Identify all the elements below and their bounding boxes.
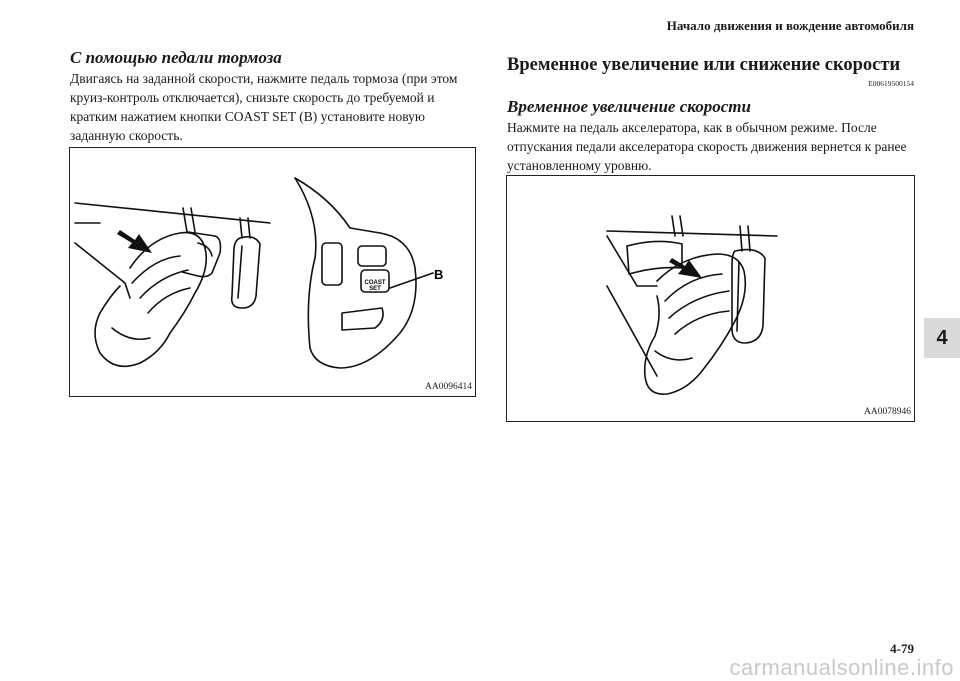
arrow-icon <box>669 258 702 278</box>
foot-icon <box>606 235 747 395</box>
arrow-icon <box>117 230 152 253</box>
accelerator-pedal-icon <box>230 236 261 309</box>
dash-line <box>606 230 778 237</box>
brake-pedal-icon <box>626 240 683 275</box>
brake-paragraph-line: круиз-контроль отключается), снизьте ско… <box>70 90 435 105</box>
brake-paragraph: Двигаясь на заданной скорости, нажмите п… <box>70 69 480 145</box>
callout-b-label: B <box>434 267 443 282</box>
foot-icon <box>74 231 208 368</box>
brake-paragraph-line: кратким нажатием кнопки COAST SET (B) ус… <box>70 109 425 124</box>
brake-figure-code: AA0096414 <box>425 382 472 392</box>
set-label: SET <box>369 286 381 292</box>
watermark: carmanualsonline.info <box>729 655 954 680</box>
coast-label: COAST <box>365 280 386 286</box>
accelerator-figure-illustration <box>606 215 778 395</box>
temp-change-heading: Временное увеличение или снижение скорос… <box>507 55 901 75</box>
accelerator-pedal-arm <box>239 217 251 239</box>
brake-paragraph-line: заданную скорость. <box>70 128 183 143</box>
temp-increase-subheading: Временное увеличение скорости <box>507 97 751 116</box>
accelerator-figure: AA0078946 <box>506 175 915 422</box>
brake-figure-illustration: COAST SET B <box>74 177 443 369</box>
accelerator-pedal-arm <box>739 225 751 252</box>
doc-reference-code: E00619500154 <box>868 79 914 88</box>
brake-pedal-arm <box>182 207 196 233</box>
accelerator-figure-code: AA0078946 <box>864 407 911 417</box>
floor-line <box>74 202 271 224</box>
accelerator-paragraph-line: установленному уровню. <box>507 158 652 173</box>
steering-wheel-switch-icon <box>294 177 417 369</box>
brake-section-heading: С помощью педали тормоза <box>70 48 282 67</box>
page-number: 4-79 <box>890 641 914 656</box>
accelerator-paragraph: Нажмите на педаль акселератора, как в об… <box>507 118 927 175</box>
brake-figure: COAST SET B AA0096414 <box>69 147 476 397</box>
accelerator-pedal-icon <box>731 248 766 344</box>
accelerator-paragraph-line: Нажмите на педаль акселератора, как в об… <box>507 120 877 135</box>
brake-paragraph-line: Двигаясь на заданной скорости, нажмите п… <box>70 71 458 86</box>
brake-pedal-arm <box>671 215 684 237</box>
callout-line <box>389 272 434 289</box>
accelerator-paragraph-line: отпускания педали акселератора скорость … <box>507 139 907 154</box>
running-header: Начало движения и вождение автомобиля <box>666 18 914 33</box>
chapter-tab: 4 <box>924 318 960 358</box>
